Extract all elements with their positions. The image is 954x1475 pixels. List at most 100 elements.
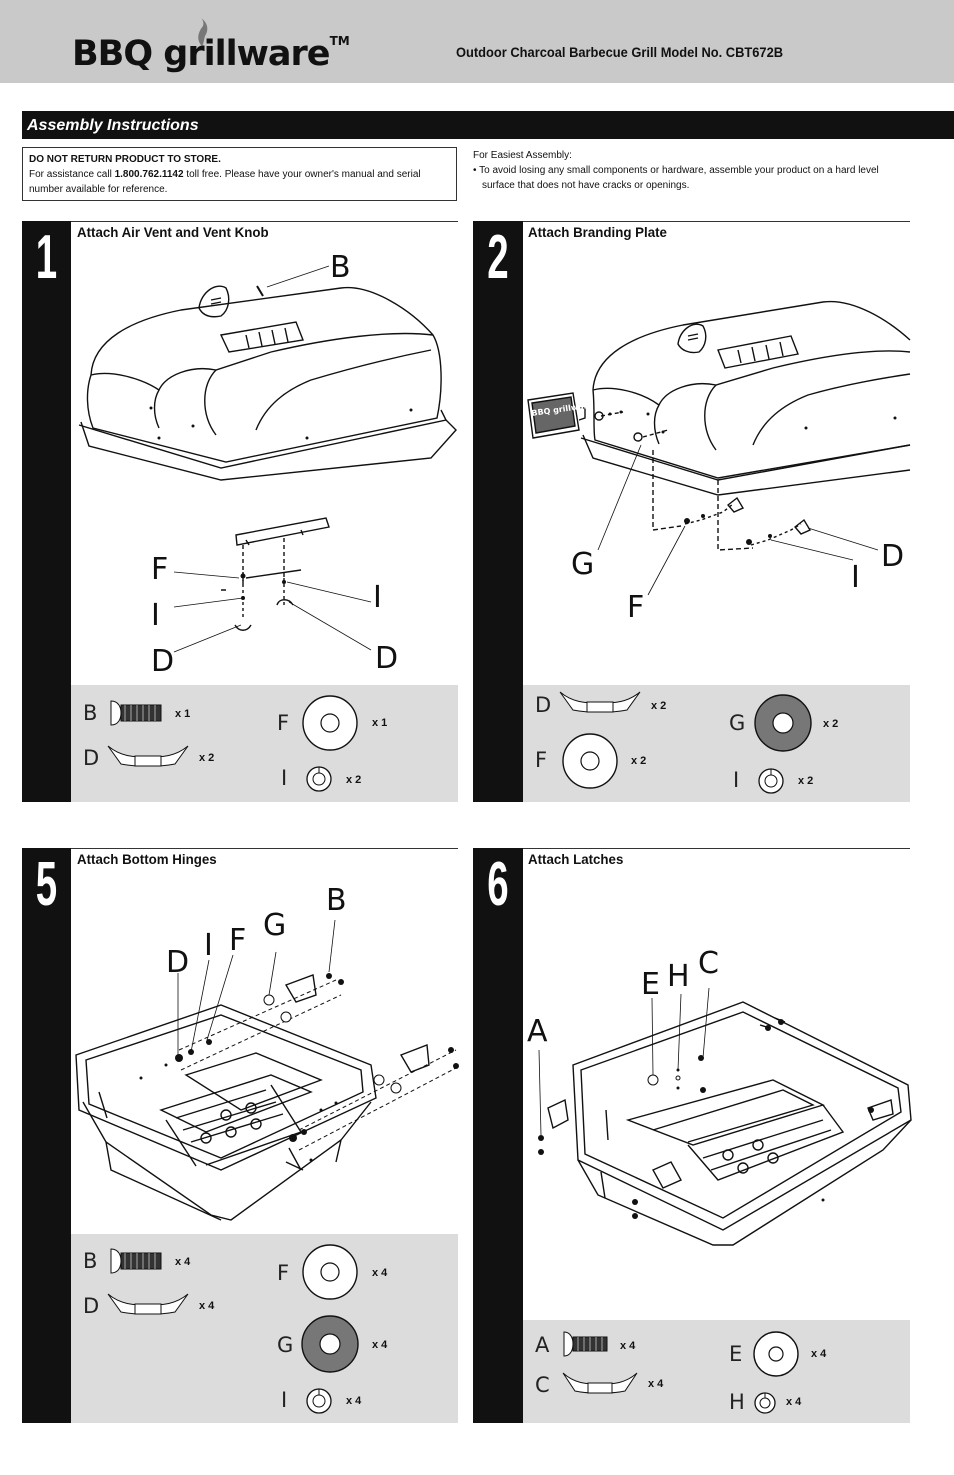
step-5-title: Attach Bottom Hinges — [77, 851, 217, 867]
step-5-callout-D: D — [166, 945, 190, 980]
step-5-part-B: B — [83, 1249, 98, 1273]
step-5-rule — [71, 848, 458, 849]
step-5-callout-I: I — [204, 928, 213, 963]
step-6-rule — [523, 848, 910, 849]
step-1-qty-D: x 2 — [199, 752, 215, 764]
step-1-callout-F: F — [151, 552, 169, 587]
step-5-qty-B: x 4 — [175, 1256, 191, 1268]
step-2-number-bar: 2 — [473, 221, 523, 802]
step-2-qty-D: x 2 — [651, 700, 667, 712]
page-header — [0, 0, 954, 83]
step-1-lid-illustration — [78, 265, 457, 653]
step-5-part-I: I — [281, 1388, 288, 1412]
step-6-qty-H: x 4 — [786, 1396, 802, 1408]
washer-icon — [302, 1244, 358, 1300]
step-5-part-D: D — [83, 1294, 100, 1318]
washer-icon — [562, 733, 618, 789]
step-2-callout-D: D — [881, 539, 905, 574]
bolt-icon — [110, 700, 162, 726]
step-2-title: Attach Branding Plate — [528, 224, 667, 240]
notice-box: DO NOT RETURN PRODUCT TO STORE. For assi… — [22, 147, 457, 201]
step-6-base-illustration — [538, 987, 912, 1246]
model-title: Outdoor Charcoal Barbecue Grill Model No… — [456, 44, 784, 60]
step-5-callout-B: B — [326, 883, 347, 918]
step-6-qty-C: x 4 — [648, 1378, 664, 1390]
wing-nut-icon — [562, 1372, 638, 1394]
step-6-part-H: H — [729, 1390, 745, 1414]
step-1-number-bar: 1 — [22, 221, 71, 802]
step-5-part-F: F — [277, 1261, 290, 1285]
wing-nut-icon — [107, 745, 189, 767]
step-1-callout-B: B — [330, 250, 351, 285]
easy-heading: For Easiest Assembly: — [473, 150, 572, 161]
dark-washer-icon — [301, 1315, 359, 1373]
step-1-callout-I-right: I — [373, 580, 382, 615]
step-2-plate-text: BBQ grillware — [531, 400, 594, 418]
step-2-part-G: G — [729, 711, 746, 735]
lock-washer-icon — [754, 1392, 776, 1414]
step-5-qty-I: x 4 — [346, 1395, 362, 1407]
step-1-callout-I: I — [151, 598, 160, 633]
step-5-base-illustration — [75, 919, 459, 1221]
step-2-part-D: D — [535, 693, 552, 717]
step-6-part-E: E — [729, 1342, 743, 1366]
step-2-callout-I: I — [851, 560, 860, 595]
step-6-callout-H: H — [667, 959, 690, 994]
step-5-qty-D: x 4 — [199, 1300, 215, 1312]
lock-washer-icon — [306, 1388, 332, 1414]
lock-washer-icon — [758, 768, 784, 794]
step-1-qty-F: x 1 — [372, 717, 388, 729]
dark-washer-icon — [754, 694, 812, 752]
brand-logo: BBQ grillwareTM — [72, 34, 350, 74]
step-1-qty-I: x 2 — [346, 774, 362, 786]
step-5-number-bar: 5 — [22, 848, 71, 1423]
step-1-title: Attach Air Vent and Vent Knob — [77, 224, 269, 240]
lock-washer-icon — [306, 766, 332, 792]
step-1-rule — [71, 221, 458, 222]
step-1-qty-B: x 1 — [175, 708, 191, 720]
step-6-callout-A: A — [527, 1014, 548, 1049]
step-2-rule — [523, 221, 910, 222]
step-5-callout-G: G — [263, 908, 287, 943]
notice-text: For assistance call 1.800.762.1142 toll … — [29, 169, 421, 195]
section-bar — [22, 111, 954, 139]
step-6-title: Attach Latches — [528, 851, 624, 867]
step-1-part-D: D — [83, 746, 100, 770]
step-2-lid-illustration — [527, 300, 911, 596]
step-6-callout-C: C — [698, 946, 719, 981]
notice-heading: DO NOT RETURN PRODUCT TO STORE. — [29, 154, 221, 165]
step-5-qty-G: x 4 — [372, 1339, 388, 1351]
step-6-part-A: A — [535, 1333, 550, 1357]
section-title: Assembly Instructions — [27, 117, 199, 134]
step-1-part-B: B — [83, 701, 98, 725]
easy-bullet: • To avoid losing any small components o… — [473, 165, 879, 191]
phone-number: 1.800.762.1142 — [114, 169, 184, 180]
step-2-qty-I: x 2 — [798, 775, 814, 787]
step-2-qty-G: x 2 — [823, 718, 839, 730]
step-5-qty-F: x 4 — [372, 1267, 388, 1279]
step-2-callout-F: F — [627, 590, 645, 625]
step-2-part-F: F — [535, 748, 548, 772]
small-washer-icon — [753, 1331, 799, 1377]
easy-assembly-note: For Easiest Assembly: • To avoid losing … — [473, 148, 913, 193]
wing-nut-icon — [107, 1293, 189, 1315]
flame-icon — [198, 18, 208, 46]
step-6-part-C: C — [535, 1373, 550, 1397]
step-1-part-I: I — [281, 766, 288, 790]
step-6-callout-E: E — [641, 967, 660, 1002]
step-1-part-F: F — [277, 711, 290, 735]
step-2-qty-F: x 2 — [631, 755, 647, 767]
step-2-part-I: I — [733, 768, 740, 792]
step-1-callout-D-right: D — [375, 641, 399, 676]
step-5-callout-F: F — [229, 923, 247, 958]
step-5-part-G: G — [277, 1333, 294, 1357]
step-6-qty-E: x 4 — [811, 1348, 827, 1360]
step-1-callout-D: D — [151, 644, 175, 679]
short-bolt-icon — [563, 1331, 608, 1357]
step-6-qty-A: x 4 — [620, 1340, 636, 1352]
bolt-icon — [110, 1248, 162, 1274]
step-2-callout-G: G — [571, 547, 595, 582]
washer-icon — [302, 695, 358, 751]
wing-nut-icon — [559, 691, 641, 713]
step-6-number-bar: 6 — [473, 848, 523, 1423]
